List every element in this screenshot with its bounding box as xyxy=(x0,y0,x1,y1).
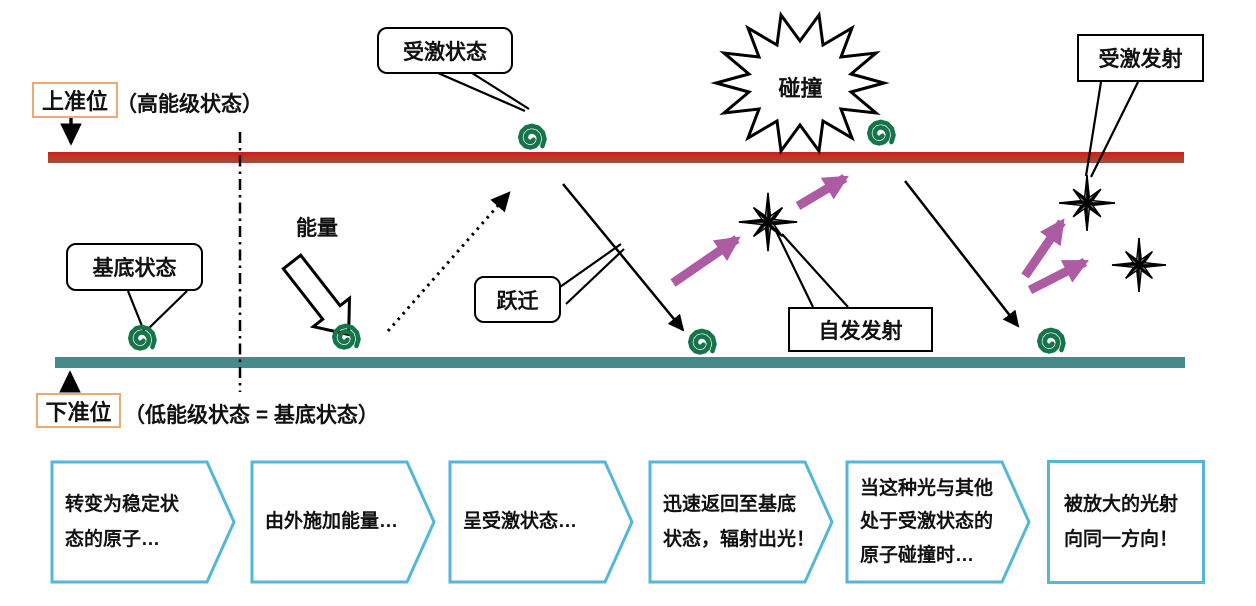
step-text-line: 被放大的光射 xyxy=(1064,493,1179,515)
lower-level-note: （低能级状态 = 基底状态） xyxy=(124,404,379,427)
pump-up-dotted-arrow xyxy=(386,191,511,332)
photon-arrow-1 xyxy=(670,235,741,287)
atom-icon-ground-4 xyxy=(1035,325,1069,358)
decay-arrow-right xyxy=(904,180,1020,328)
step-text-line: 向同一方向！ xyxy=(1064,529,1179,550)
process-step-5: 当这种光与其他 处于受激状态的 原子碰撞时… xyxy=(845,460,1031,584)
ground-state-callout: 基底状态 xyxy=(66,243,203,291)
ground-state-callout-tail xyxy=(126,290,188,332)
energy-label: 能量 xyxy=(296,217,338,240)
lower-level-line xyxy=(55,357,1185,368)
step-text-line: 迅速返回至基底 xyxy=(663,493,797,515)
step-chevron-shape xyxy=(448,460,634,584)
step-text-line: 原子碰撞时… xyxy=(860,544,975,566)
step-chevron-shape xyxy=(845,460,1031,584)
photon-star-icon-3 xyxy=(1111,237,1167,293)
process-step-2: 由外施加能量… xyxy=(250,460,436,584)
transition-callout: 跃迁 xyxy=(474,276,561,323)
upper-level-line xyxy=(48,152,1184,163)
stimulated-emission-callout: 受激发射 xyxy=(1077,34,1204,82)
step-text-line: 由外施加能量… xyxy=(265,511,399,533)
process-step-1: 转变为稳定状 态的原子… xyxy=(50,460,236,584)
spontaneous-emission-callout: 自发发射 xyxy=(788,307,933,352)
process-step-6: 被放大的光射 向同一方向！ xyxy=(1047,460,1205,584)
diagram-shapes-layer xyxy=(48,11,1185,393)
photon-star-icon-2 xyxy=(1058,174,1116,232)
energy-input-arrow-icon xyxy=(281,253,352,337)
photon-arrow-2 xyxy=(795,174,849,210)
upper-level-label-box: 上准位 xyxy=(32,82,118,118)
excited-state-callout-tail xyxy=(437,71,530,113)
step-text-line: 当这种光与其他 xyxy=(860,478,994,500)
process-step-3: 呈受激状态… xyxy=(448,460,634,584)
collision-label: 碰撞 xyxy=(778,76,823,101)
spontaneous-emission-callout-tails xyxy=(775,230,849,308)
photon-arrow-4 xyxy=(1027,257,1090,295)
process-step-4: 迅速返回至基底 状态，辐射出光！ xyxy=(648,460,834,584)
atom-icon-ground-3 xyxy=(686,326,720,359)
atom-icon-excited-1 xyxy=(516,121,550,154)
collision-burst-icon xyxy=(710,11,890,155)
step-chevron-shape xyxy=(648,460,834,584)
stimulated-emission-callout-tail xyxy=(1084,81,1139,178)
step-text-line: 转变为稳定状 xyxy=(65,493,180,515)
transition-callout-tails xyxy=(559,243,625,305)
step-chevron-shape xyxy=(50,460,236,584)
atom-icon-ground-1 xyxy=(126,322,160,355)
lower-level-label-box: 下准位 xyxy=(36,393,121,428)
step-text-line: 态的原子… xyxy=(65,529,161,550)
step-text-line: 状态，辐射出光！ xyxy=(663,529,816,550)
photon-arrow-3 xyxy=(1021,218,1066,279)
decay-arrow-left xyxy=(562,183,685,332)
atom-icon-excited-2 xyxy=(865,117,899,150)
step-chevron-shape xyxy=(250,460,436,584)
step-text-line: 处于受激状态的 xyxy=(860,511,994,533)
upper-level-note: （高能级状态） xyxy=(116,93,263,116)
excited-state-callout: 受激状态 xyxy=(377,27,513,74)
step-text-line: 呈受激状态… xyxy=(463,511,578,533)
